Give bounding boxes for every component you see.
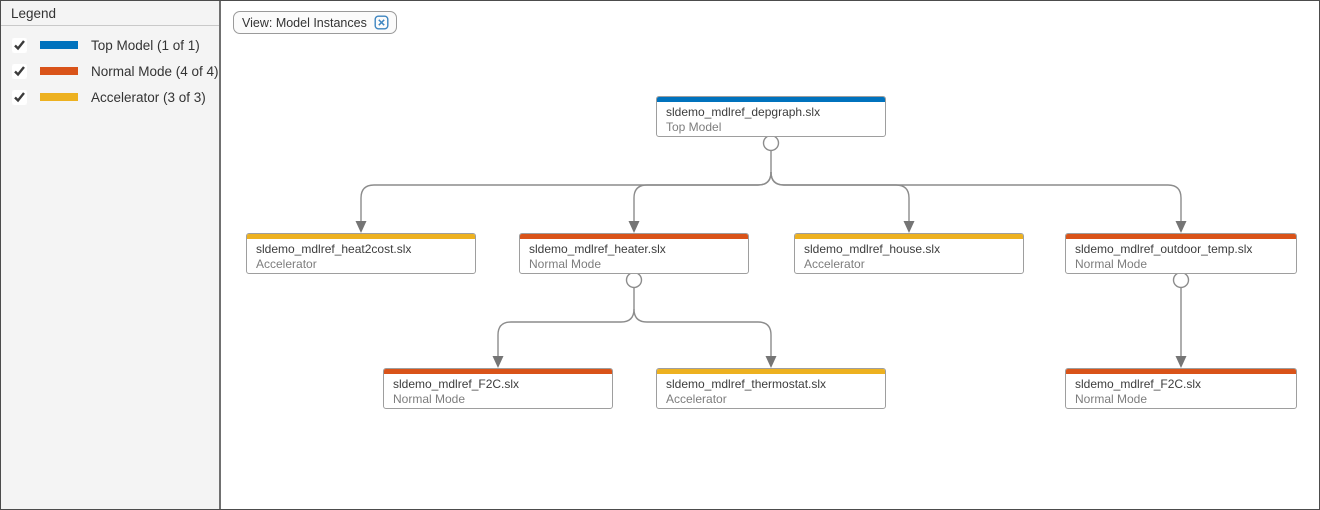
edge-line bbox=[633, 171, 772, 222]
collapse-toggle[interactable] bbox=[625, 271, 643, 289]
legend-label: Accelerator (3 of 3) bbox=[91, 89, 206, 105]
node-color-bar bbox=[1066, 234, 1296, 239]
graph-node-heater[interactable]: sldemo_mdlref_heater.slx Normal Mode bbox=[519, 233, 749, 274]
node-color-bar bbox=[384, 369, 612, 374]
graph-node-f2c[interactable]: sldemo_mdlref_F2C.slx Normal Mode bbox=[383, 368, 613, 409]
view-filter-label: View: Model Instances bbox=[242, 15, 367, 30]
node-title: sldemo_mdlref_F2C.slx bbox=[1075, 377, 1202, 391]
chip-close-icon[interactable] bbox=[374, 15, 389, 30]
node-subtitle: Accelerator bbox=[804, 257, 865, 271]
edge-line bbox=[497, 308, 635, 357]
node-subtitle: Normal Mode bbox=[529, 257, 602, 271]
node-subtitle: Top Model bbox=[666, 120, 722, 134]
legend-swatch-normal-mode bbox=[40, 67, 78, 75]
node-color-bar bbox=[657, 369, 885, 374]
edge-arrowhead bbox=[355, 221, 367, 233]
edge-arrowhead bbox=[628, 221, 640, 233]
legend-row-normal-mode: Normal Mode (4 of 4) bbox=[1, 58, 219, 84]
legend-swatch-accelerator bbox=[40, 93, 78, 101]
node-title: sldemo_mdlref_heat2cost.slx bbox=[256, 242, 412, 256]
graph-node-heat2cost[interactable]: sldemo_mdlref_heat2cost.slx Accelerator bbox=[246, 233, 476, 274]
node-title: sldemo_mdlref_outdoor_temp.slx bbox=[1075, 242, 1253, 256]
node-subtitle: Normal Mode bbox=[1075, 257, 1148, 271]
legend-checkbox-accelerator[interactable] bbox=[12, 89, 27, 105]
edge-line bbox=[770, 171, 1182, 222]
node-color-bar bbox=[247, 234, 475, 239]
edge-line bbox=[360, 171, 772, 222]
graph-node-f2c-2[interactable]: sldemo_mdlref_F2C.slx Normal Mode bbox=[1065, 368, 1297, 409]
node-subtitle: Accelerator bbox=[666, 392, 727, 406]
edge-arrowhead bbox=[1175, 221, 1187, 233]
node-title: sldemo_mdlref_F2C.slx bbox=[393, 377, 520, 391]
node-title: sldemo_mdlref_heater.slx bbox=[529, 242, 666, 256]
legend-checkbox-top-model[interactable] bbox=[12, 37, 27, 53]
edge-arrowhead bbox=[903, 221, 915, 233]
legend-row-top-model: Top Model (1 of 1) bbox=[1, 32, 219, 58]
node-subtitle: Accelerator bbox=[256, 257, 317, 271]
edge-line bbox=[633, 308, 772, 357]
node-color-bar bbox=[1066, 369, 1296, 374]
node-title: sldemo_mdlref_house.slx bbox=[804, 242, 941, 256]
collapse-toggle[interactable] bbox=[1172, 271, 1190, 289]
legend-label: Normal Mode (4 of 4) bbox=[91, 63, 219, 79]
legend-checkbox-normal-mode[interactable] bbox=[12, 63, 27, 79]
edge-line bbox=[770, 171, 910, 222]
node-color-bar bbox=[795, 234, 1023, 239]
collapse-toggle[interactable] bbox=[762, 134, 780, 152]
node-title: sldemo_mdlref_thermostat.slx bbox=[666, 377, 827, 391]
node-subtitle: Normal Mode bbox=[393, 392, 466, 406]
node-color-bar bbox=[520, 234, 748, 239]
graph-node-depgraph[interactable]: sldemo_mdlref_depgraph.slx Top Model bbox=[656, 96, 886, 137]
legend-panel: Legend Top Model (1 of 1) Normal Mode (4… bbox=[1, 1, 221, 509]
graph-node-house[interactable]: sldemo_mdlref_house.slx Accelerator bbox=[794, 233, 1024, 274]
legend-row-accelerator: Accelerator (3 of 3) bbox=[1, 84, 219, 110]
edge-arrowhead bbox=[1175, 356, 1187, 368]
view-filter-chip[interactable]: View: Model Instances bbox=[233, 11, 397, 34]
node-subtitle: Normal Mode bbox=[1075, 392, 1148, 406]
legend-title: Legend bbox=[1, 1, 219, 26]
legend-label: Top Model (1 of 1) bbox=[91, 37, 200, 53]
edge-arrowhead bbox=[492, 356, 504, 368]
graph-node-outdoor-temp[interactable]: sldemo_mdlref_outdoor_temp.slx Normal Mo… bbox=[1065, 233, 1297, 274]
edge-arrowhead bbox=[765, 356, 777, 368]
node-color-bar bbox=[657, 97, 885, 102]
graph-node-thermostat[interactable]: sldemo_mdlref_thermostat.slx Accelerator bbox=[656, 368, 886, 409]
node-title: sldemo_mdlref_depgraph.slx bbox=[666, 105, 821, 119]
legend-swatch-top-model bbox=[40, 41, 78, 49]
